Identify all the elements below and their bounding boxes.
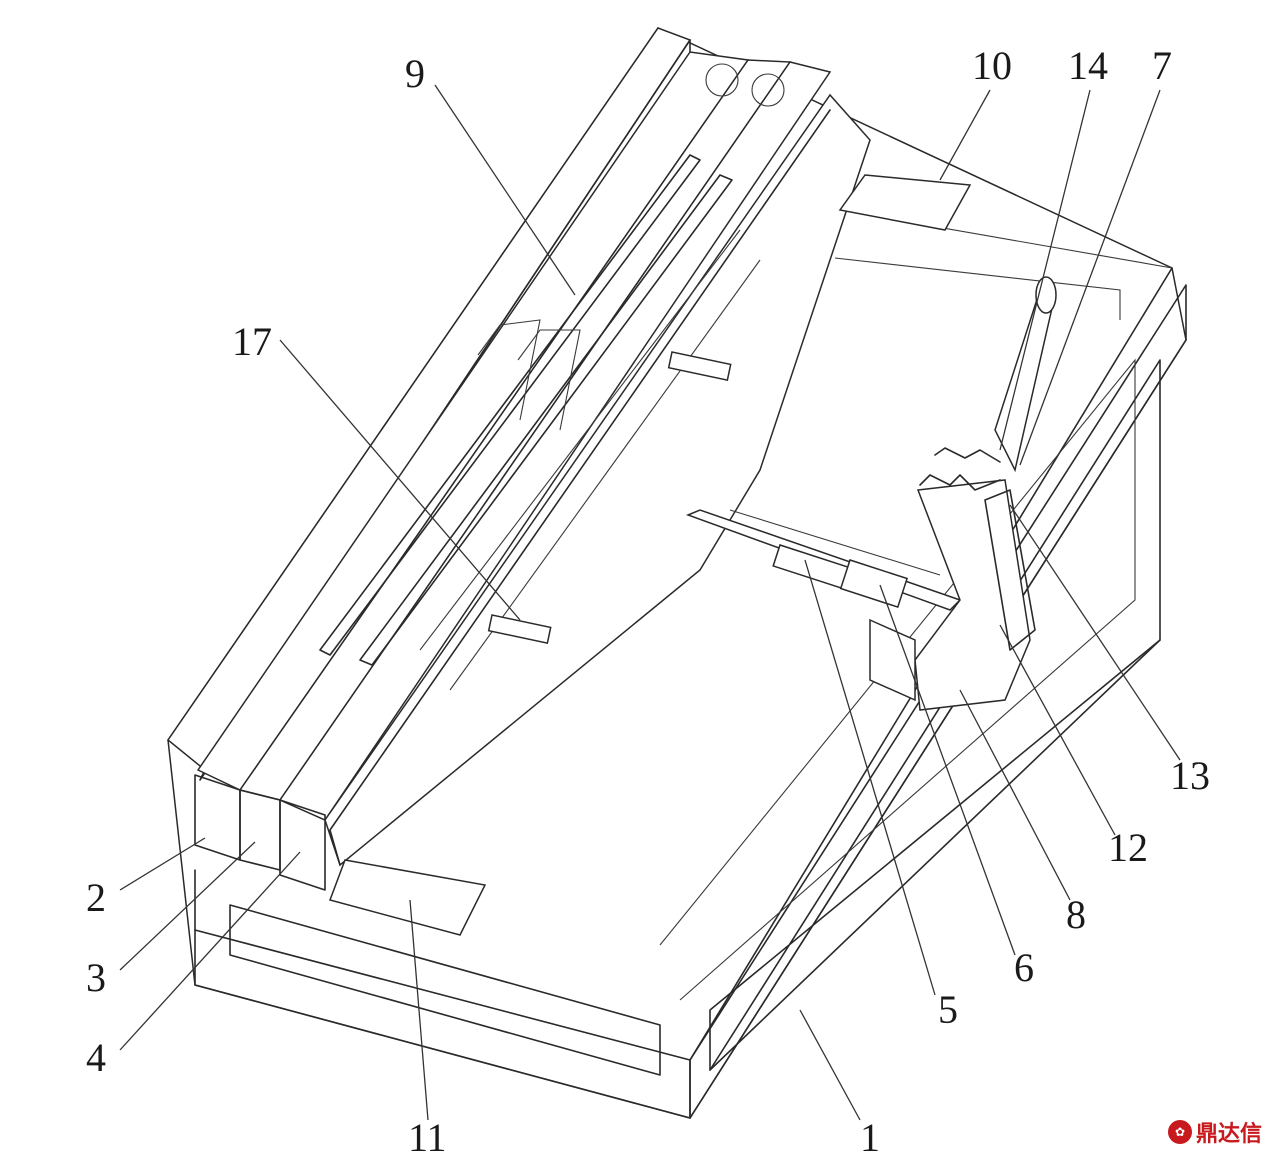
support-bracket — [869, 276, 1057, 711]
part-label-12: 12 — [1108, 825, 1148, 870]
stop-blocks — [329, 174, 972, 936]
part-label-17: 17 — [232, 319, 272, 364]
part-label-6: 6 — [1014, 945, 1034, 990]
part-label-7: 7 — [1152, 43, 1172, 88]
part-label-14: 14 — [1068, 43, 1108, 88]
part-label-10: 10 — [972, 43, 1012, 88]
seal-icon: ✿ — [1167, 1120, 1192, 1144]
leader-lines — [119, 84, 1181, 1121]
part-label-5: 5 — [938, 987, 958, 1032]
bolt-assemblies — [487, 351, 732, 645]
inclined-plates — [166, 27, 832, 891]
part-label-9: 9 — [405, 51, 425, 96]
shaft — [685, 509, 962, 611]
part-label-13: 13 — [1170, 753, 1210, 798]
watermark: ✿ 鼎达信 — [1167, 1116, 1262, 1148]
part-label-11: 11 — [408, 1115, 447, 1160]
watermark-text: 鼎达信 — [1195, 1122, 1262, 1147]
part-label-3: 3 — [86, 955, 106, 1000]
part-label-1: 1 — [860, 1115, 880, 1160]
part-label-4: 4 — [86, 1035, 106, 1080]
slide-rails — [319, 154, 733, 666]
part-label-2: 2 — [86, 875, 106, 920]
part-label-8: 8 — [1066, 892, 1086, 937]
